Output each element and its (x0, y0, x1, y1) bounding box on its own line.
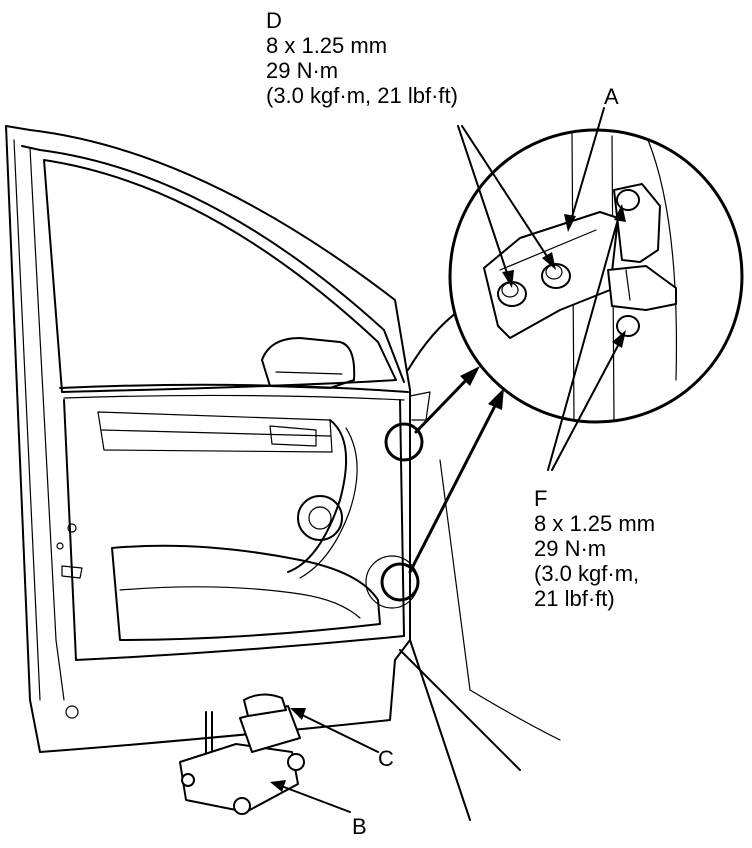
label-a: A (604, 84, 619, 109)
callout-d-letter: D (266, 8, 282, 33)
hinge-detail-view (448, 107, 744, 471)
callout-f: F 8 x 1.25 mm 29 N·m (3.0 kgf·m, 21 lbf·… (534, 486, 655, 611)
jack-leaders (270, 708, 379, 813)
callout-f-torque: 29 N·m (534, 536, 607, 561)
callout-f-size: 8 x 1.25 mm (534, 511, 656, 536)
hinge-location-markers (365, 422, 424, 609)
callout-f-torque-alt-2: 21 lbf·ft) (534, 586, 615, 611)
label-c: C (378, 746, 394, 771)
callout-d-torque-alt: (3.0 kgf·m, 21 lbf·ft) (266, 83, 458, 108)
label-b: B (352, 814, 367, 839)
callout-d-torque: 29 N·m (266, 58, 339, 83)
door-panel (5, 125, 411, 753)
bolt-f-1 (616, 189, 640, 211)
detail-arrows (408, 366, 504, 574)
callout-f-torque-alt-1: (3.0 kgf·m, (534, 561, 640, 586)
bolt-d-2 (541, 263, 571, 289)
callout-d: D 8 x 1.25 mm 29 N·m (3.0 kgf·m, 21 lbf·… (266, 8, 458, 108)
callout-d-size: 8 x 1.25 mm (266, 33, 388, 58)
floor-jack (179, 693, 305, 815)
bolt-f-2 (616, 315, 640, 337)
callout-f-letter: F (534, 486, 548, 511)
